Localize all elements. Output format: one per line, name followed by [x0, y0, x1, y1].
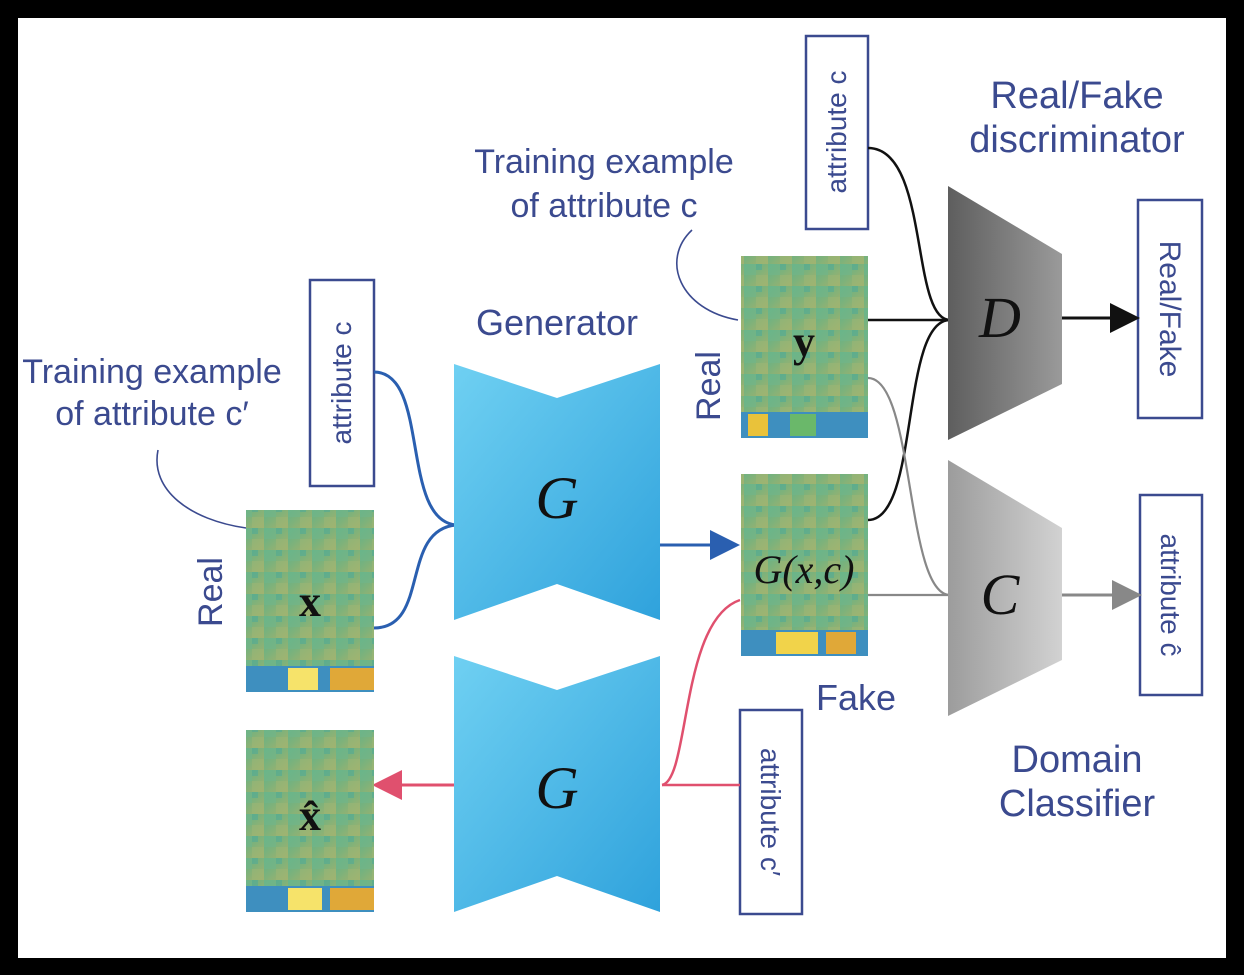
- image-y-symbol: y: [793, 317, 815, 366]
- generator-label: Generator: [476, 302, 638, 343]
- real-label-left: Real: [192, 557, 230, 627]
- discriminator-title-line2: discriminator: [969, 119, 1185, 161]
- classifier-symbol: C: [981, 562, 1021, 627]
- training-example-cprime-line1: Training example: [22, 353, 282, 391]
- real-label-top: Real: [690, 351, 728, 421]
- generator-top-symbol: G: [535, 465, 578, 531]
- line-attr-c-to-g: [373, 370, 457, 527]
- attribute-chat-output-text: attribute ĉ: [1155, 534, 1186, 657]
- discriminator-shape: D: [948, 186, 1062, 440]
- domain-classifier-line1: Domain: [1012, 739, 1143, 781]
- domain-classifier-line2: Classifier: [999, 783, 1156, 825]
- training-example-c-line1: Training example: [474, 143, 734, 181]
- image-x-symbol: x: [299, 577, 321, 626]
- line-y-to-c: [867, 376, 951, 597]
- image-gxc: G(x,c): [741, 474, 868, 656]
- attribute-c-left-box: attribute c: [308, 278, 376, 488]
- fake-label: Fake: [816, 677, 896, 718]
- generator-top: G: [454, 364, 660, 620]
- line-gxc-to-d: [867, 318, 951, 522]
- training-example-cprime-line2: of attribute c′: [55, 395, 248, 433]
- discriminator-title-line1: Real/Fake: [990, 75, 1163, 117]
- annotation-line-cprime: [156, 449, 247, 529]
- attribute-c-left-text: attribute c: [326, 322, 357, 445]
- training-example-c-line2: of attribute c: [510, 187, 697, 225]
- generator-bottom-symbol: G: [535, 755, 578, 821]
- image-xhat: x̂: [246, 730, 374, 912]
- line-attr-c-to-d: [867, 146, 951, 322]
- attribute-chat-output-box: attribute ĉ: [1138, 493, 1204, 697]
- discriminator-symbol: D: [978, 285, 1021, 350]
- attribute-cprime-text: attribute c′: [755, 748, 786, 876]
- attribute-c-top-text: attribute c: [821, 71, 852, 194]
- real-fake-output-text: Real/Fake: [1153, 241, 1186, 378]
- attribute-cprime-box: attribute c′: [738, 708, 804, 916]
- annotation-line-c: [676, 229, 739, 321]
- image-y: y: [741, 256, 868, 438]
- classifier-shape: C: [948, 460, 1062, 716]
- line-x-to-g: [373, 523, 457, 630]
- image-x: x: [246, 510, 374, 692]
- image-gxc-symbol: G(x,c): [753, 547, 854, 592]
- line-gxc-to-g2: [661, 598, 741, 787]
- real-fake-output-box: Real/Fake: [1136, 198, 1204, 420]
- attribute-c-top-box: attribute c: [804, 34, 870, 231]
- image-xhat-symbol: x̂: [299, 791, 321, 840]
- generator-bottom: G: [454, 656, 660, 912]
